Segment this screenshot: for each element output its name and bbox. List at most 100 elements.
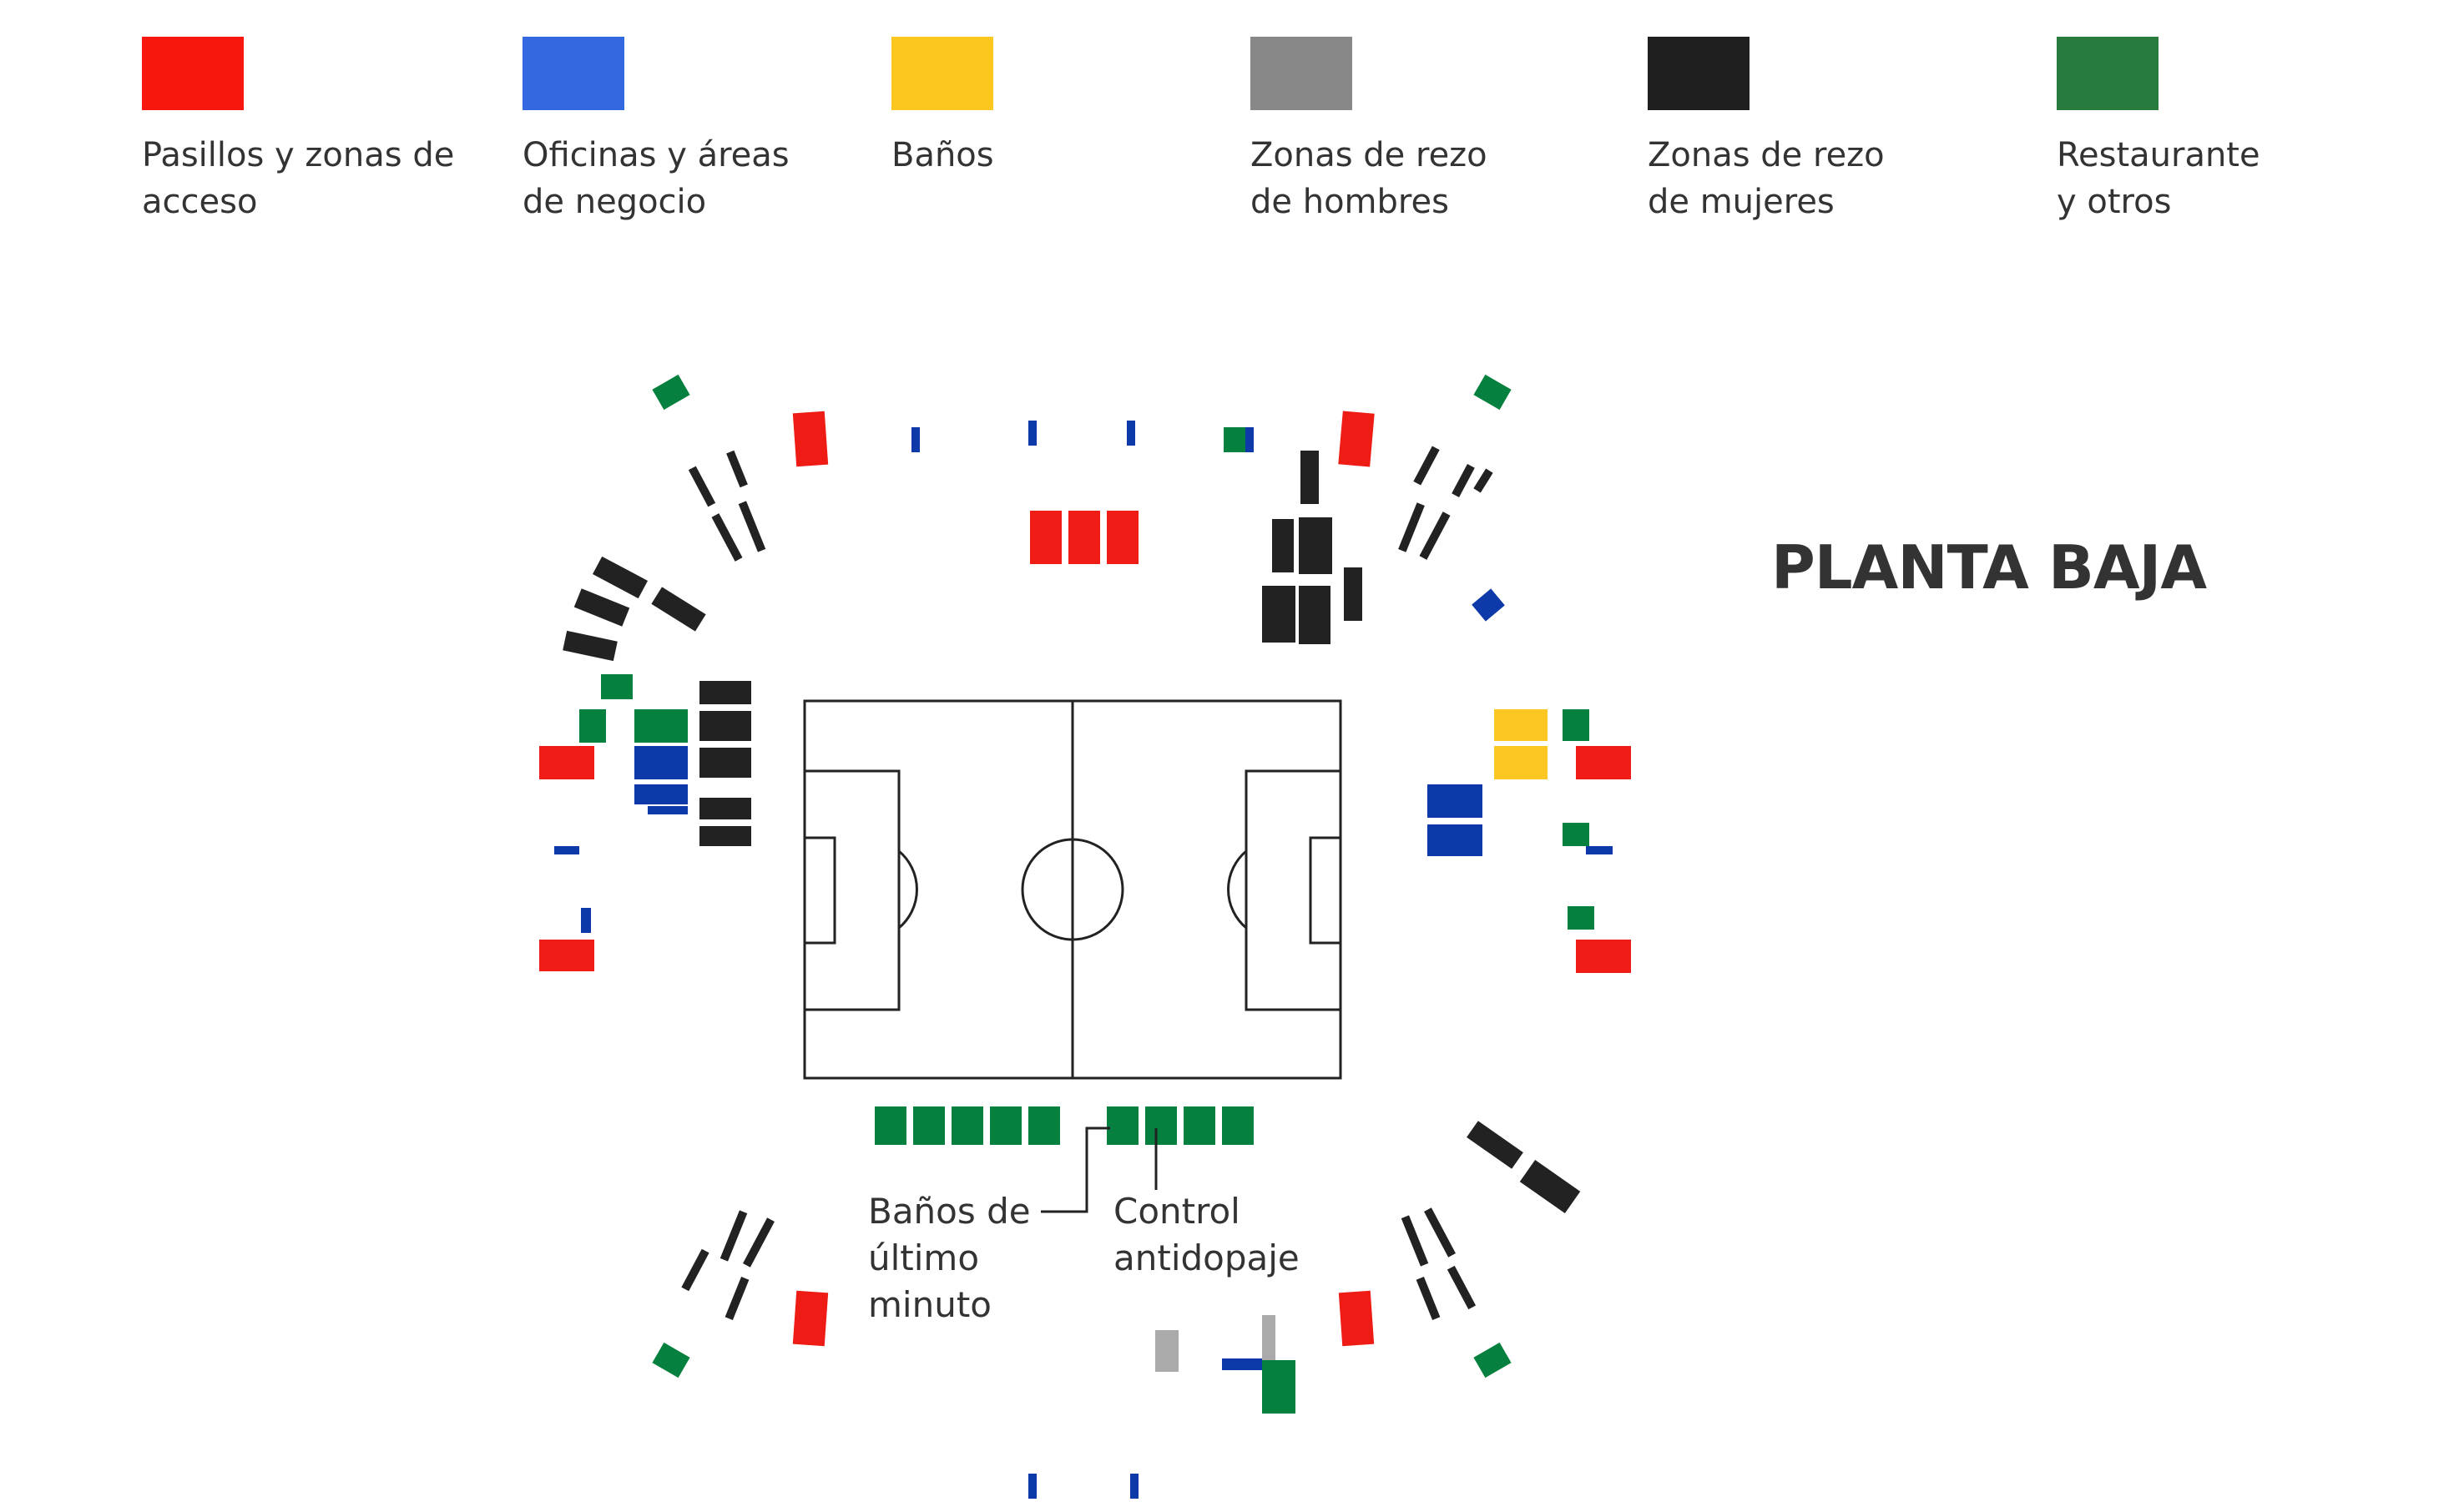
access-zone (1576, 940, 1631, 973)
restaurant-zone (1473, 1342, 1512, 1379)
leader-lines (1041, 1126, 1158, 1213)
womens-prayer-zone (743, 1217, 775, 1268)
womens-prayer-zone (1452, 463, 1475, 498)
restaurant-zone (579, 709, 606, 743)
office-zone (1472, 588, 1505, 622)
legend-item: Oficinas y áreas de negocio (523, 37, 790, 225)
womens-prayer-zone (1299, 586, 1330, 644)
legend-label: Zonas de rezo de mujeres (1648, 136, 1885, 221)
legend-item: Zonas de rezo de mujeres (1648, 37, 1885, 225)
restaurant-zone (1262, 1360, 1295, 1414)
right-penalty-area (1245, 769, 1342, 1011)
right-goal-area (1309, 836, 1342, 945)
womens-prayer-zone (699, 681, 751, 704)
legend-item: Restaurante y otros (2057, 37, 2260, 225)
right-penalty-arc (1227, 849, 1247, 930)
legend-label: Oficinas y áreas de negocio (523, 136, 790, 221)
last-minute-toilet-zone (1028, 1106, 1060, 1145)
womens-prayer-zone (573, 588, 630, 627)
womens-prayer-zone (1447, 1265, 1477, 1310)
womens-prayer-zone (1272, 519, 1294, 572)
office-zone (634, 784, 688, 804)
toilet-zone (1494, 746, 1548, 779)
legend-swatch (1648, 37, 1750, 110)
womens-prayer-zone (1413, 446, 1440, 486)
access-zone (1107, 511, 1139, 564)
doping-control-label: Control antidopaje (1113, 1191, 1300, 1278)
pitch (803, 699, 1342, 1080)
womens-prayer-zone (1398, 502, 1425, 552)
restaurant-zone (1568, 906, 1594, 930)
access-zone (1338, 411, 1375, 467)
doping-control-zone (1145, 1106, 1177, 1145)
restaurant-zone (1473, 374, 1512, 411)
last-minute-toilet-zone (990, 1106, 1022, 1145)
office-zone (1028, 1474, 1037, 1499)
legend-label: Pasillos y zonas de acceso (142, 136, 455, 221)
floor-title: PLANTA BAJA (1771, 532, 2207, 602)
legend-label: Zonas de rezo de hombres (1250, 136, 1487, 221)
left-penalty-area (803, 769, 901, 1011)
womens-prayer-zone (651, 587, 706, 632)
last-minute-toilets-label: Baños de último minuto (868, 1191, 1031, 1325)
womens-prayer-zone (726, 450, 748, 488)
left-penalty-arc (898, 849, 918, 930)
office-zone (911, 427, 920, 452)
womens-prayer-zone (725, 1277, 750, 1320)
office-zone (634, 746, 688, 779)
last-minute-toilet-zone (913, 1106, 945, 1145)
womens-prayer-zone (699, 748, 751, 778)
womens-prayer-zone (720, 1210, 748, 1262)
restaurant-zone (652, 374, 690, 411)
womens-prayer-zone (1300, 451, 1319, 504)
restaurant-zone (1224, 427, 1245, 452)
doping-control-zone (1107, 1106, 1139, 1145)
womens-prayer-zone (1401, 1215, 1429, 1267)
office-zone (554, 846, 579, 854)
access-zone (1338, 1290, 1375, 1347)
mens-prayer-zone (1262, 1315, 1275, 1362)
womens-prayer-zone (1416, 1277, 1441, 1320)
zones (539, 374, 1631, 1499)
womens-prayer-zone (688, 466, 716, 507)
legend-item: Zonas de rezo de hombres (1250, 37, 1487, 225)
womens-prayer-zone (592, 556, 649, 599)
womens-prayer-zone (699, 798, 751, 819)
access-zone (1576, 746, 1631, 779)
office-zone (1427, 784, 1482, 818)
center-circle (1021, 838, 1124, 941)
womens-prayer-zone (681, 1248, 709, 1292)
legend-swatch (2057, 37, 2159, 110)
office-zone (1028, 421, 1037, 446)
womens-prayer-zone (1299, 517, 1332, 574)
restaurant-zone (652, 1342, 690, 1379)
legend-item: Baños (891, 37, 994, 179)
womens-prayer-zone (711, 513, 743, 562)
legend-swatch (142, 37, 244, 110)
office-zone (1130, 1474, 1139, 1499)
access-zone (1068, 511, 1100, 564)
office-zone (1222, 1358, 1262, 1370)
access-zone (539, 746, 594, 779)
access-zone (792, 411, 829, 467)
office-zone (1245, 427, 1254, 452)
restaurant-zone (634, 709, 688, 743)
womens-prayer-zone (1473, 468, 1493, 493)
access-zone (1030, 511, 1062, 564)
womens-prayer-zone (1262, 586, 1295, 643)
doping-control-zone (1222, 1106, 1254, 1145)
womens-prayer-zone (699, 826, 751, 846)
doping-control-zone (1184, 1106, 1215, 1145)
womens-prayer-zone (1467, 1121, 1523, 1169)
office-zone (1127, 421, 1135, 446)
legend-item: Pasillos y zonas de acceso (142, 37, 454, 225)
legend: Pasillos y zonas de acceso Oficinas y áre… (0, 0, 2464, 267)
womens-prayer-zone (1424, 1207, 1456, 1258)
legend-swatch (1250, 37, 1352, 110)
toilet-zone (1494, 709, 1548, 741)
womens-prayer-zone (738, 501, 766, 552)
last-minute-toilet-zone (952, 1106, 983, 1145)
restaurant-zone (1563, 823, 1589, 846)
womens-prayer-zone (699, 711, 751, 741)
legend-swatch (891, 37, 993, 110)
